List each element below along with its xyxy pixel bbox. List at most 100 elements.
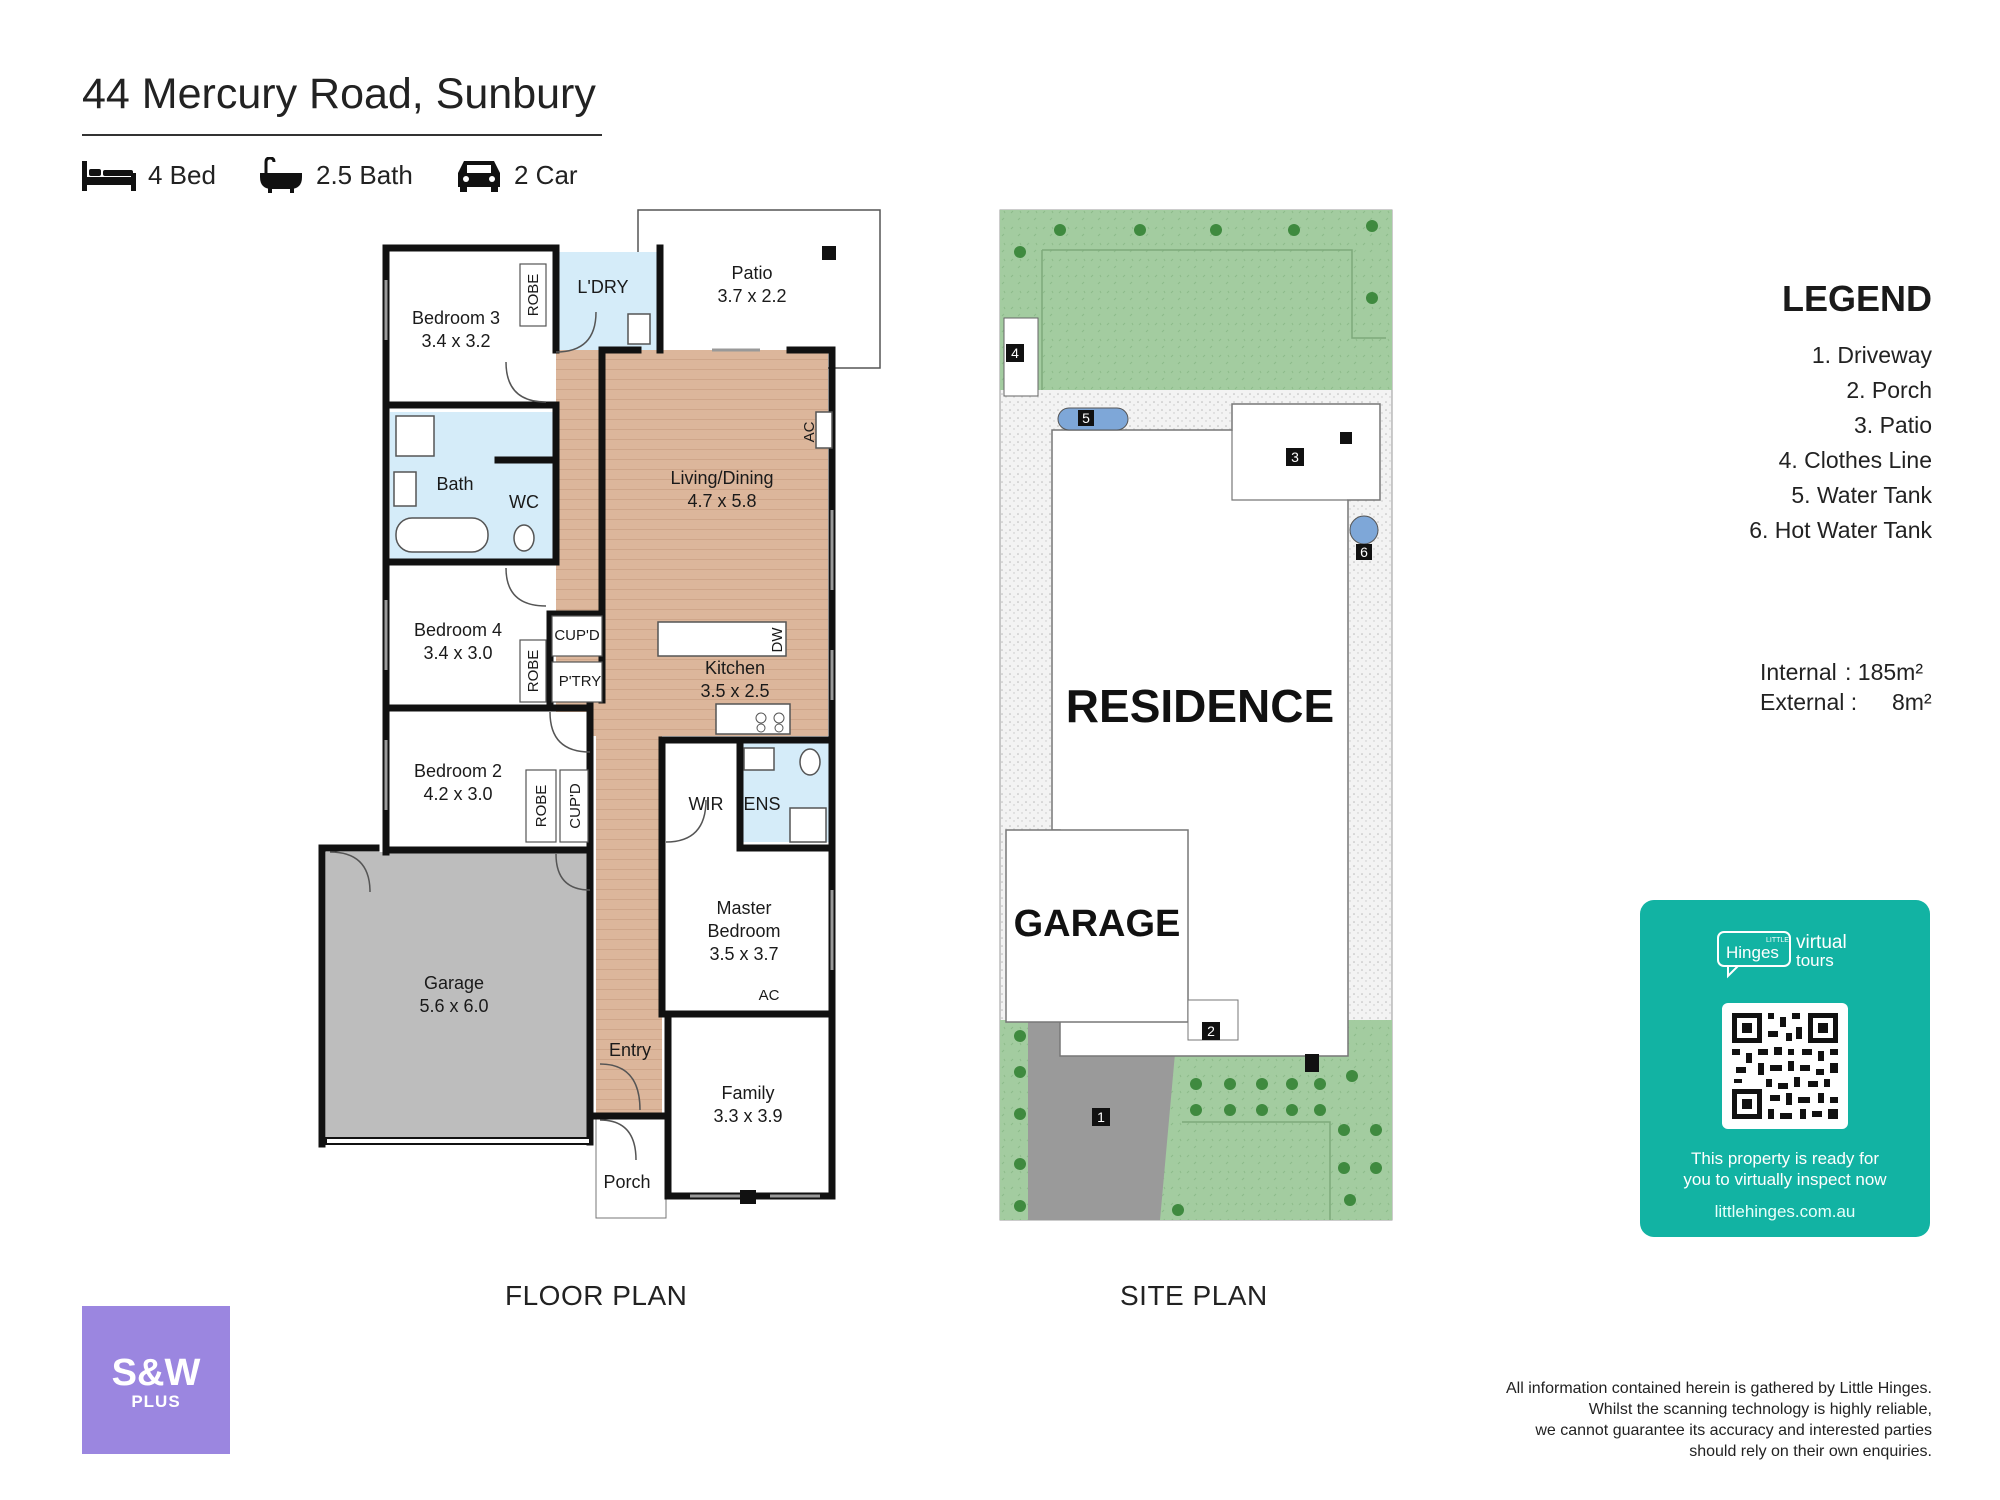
ensuite-toilet (799, 748, 821, 776)
logo-tours: tours (1796, 951, 1834, 970)
site-plan-caption: SITE PLAN (1120, 1280, 1268, 1311)
logo-little: LITTLE (1766, 937, 1789, 944)
feature-baths: 2.5 Bath (258, 155, 413, 195)
wc-name: WC (509, 492, 539, 512)
porch-name: Porch (603, 1172, 650, 1192)
legend-item-hot-water-tank: 6. Hot Water Tank (1749, 517, 1932, 543)
bath-vanity (393, 471, 417, 507)
marker-1: 1 (1097, 1109, 1105, 1125)
garage-footprint (1005, 829, 1189, 1023)
legend-item-porch: 2. Porch (1846, 377, 1932, 403)
cupboard-label: CUP'D (554, 627, 600, 644)
ensuite-name: ENS (743, 794, 780, 814)
bath-name: Bath (436, 474, 473, 494)
bedroom2-size: 4.2 x 3.0 (423, 784, 492, 804)
rear-lawn (1000, 210, 1392, 390)
family-room (672, 1020, 830, 1196)
title-underline (82, 134, 602, 136)
master-size: 3.5 x 3.7 (709, 944, 778, 964)
kitchen-island (657, 621, 787, 657)
legend-title: LEGEND (1781, 278, 1932, 319)
external-area-value: 8m² (1892, 689, 1932, 715)
agency-logo (82, 1306, 230, 1454)
feature-beds: 4 Bed (82, 155, 216, 195)
bedroom4-name: Bedroom 4 (414, 620, 502, 640)
qr-code[interactable] (1722, 1003, 1848, 1129)
legend-item-clothes-line: 4. Clothes Line (1778, 447, 1932, 473)
wir-room (664, 742, 740, 842)
bedroom3-robe-label: ROBE (525, 274, 542, 317)
living-ac-unit (815, 411, 833, 449)
family-name: Family (722, 1083, 775, 1103)
feature-cars-label: 2 Car (514, 159, 578, 190)
hot-water-tank (1349, 515, 1379, 545)
bedroom2-robe-label: ROBE (533, 785, 550, 828)
master-ac-label: AC (759, 987, 780, 1004)
hallway-floor (596, 700, 662, 1120)
patio-post (822, 246, 836, 260)
marker-4: 4 (1011, 345, 1019, 361)
external-area-label: External : (1760, 689, 1858, 715)
disclaimer-line-1: All information contained herein is gath… (1505, 1380, 1932, 1397)
marker-5: 5 (1082, 410, 1090, 426)
legend-item-patio: 3. Patio (1854, 412, 1932, 438)
logo-virtual: virtual (1796, 932, 1847, 953)
bedroom2-cupboard-label: CUP'D (567, 783, 584, 829)
marker-6: 6 (1360, 544, 1368, 560)
disclaimer: All information contained herein is gath… (1412, 1378, 1932, 1462)
legend-item-driveway: 1. Driveway (1811, 342, 1932, 368)
page-title: 44 Mercury Road, Sunbury (82, 70, 596, 118)
little-hinges-logo: LITTLE Hinges virtual tours (1717, 931, 1847, 979)
patio-name: Patio (731, 263, 772, 283)
site-markers: 1 2 3 4 5 6 (1006, 344, 1372, 1126)
family-post (740, 1190, 756, 1204)
floor-plan-caption: FLOOR PLAN (505, 1280, 688, 1311)
ensuite-vanity (743, 747, 775, 771)
bedroom3-size: 3.4 x 3.2 (421, 331, 490, 351)
living-size: 4.7 x 5.8 (687, 491, 756, 511)
kitchen-name: Kitchen (705, 658, 765, 678)
tour-card-message: This property is ready for you to virtua… (1640, 1148, 1930, 1190)
floor-plan: Bedroom 3 3.4 x 3.2 L'DRY Patio 3.7 x 2.… (318, 209, 881, 1219)
bedroom4-robe (519, 639, 547, 703)
tour-card-line-2: you to virtually inspect now (1683, 1170, 1887, 1189)
laundry-tub (627, 313, 651, 345)
garage-door (325, 1137, 591, 1145)
patio-size: 3.7 x 2.2 (717, 286, 786, 306)
qr-code-icon (1732, 1013, 1838, 1119)
wc-toilet (513, 524, 535, 552)
disclaimer-line-2: Whilst the scanning technology is highly… (1588, 1401, 1932, 1418)
bedroom2-name: Bedroom 2 (414, 761, 502, 781)
feature-beds-label: 4 Bed (148, 159, 216, 190)
ensuite-shower (789, 807, 827, 843)
residence-label: RESIDENCE (1066, 680, 1334, 732)
shower-fixture (395, 415, 435, 457)
marker-2: 2 (1207, 1023, 1215, 1039)
bathtub-fixture (395, 517, 489, 553)
disclaimer-line-3: we cannot guarantee its accuracy and int… (1535, 1422, 1932, 1439)
entry-name: Entry (609, 1040, 651, 1060)
cupboard-hall (551, 615, 603, 657)
master-name-2: Bedroom (707, 921, 780, 941)
internal-area-label: Internal (1760, 659, 1837, 685)
family-size: 3.3 x 3.9 (713, 1106, 782, 1126)
bedroom4-size: 3.4 x 3.0 (423, 643, 492, 663)
disclaimer-line-4: should rely on their own enquiries. (1689, 1443, 1932, 1460)
porch-area (595, 1115, 667, 1219)
bedroom2-room (390, 712, 590, 852)
bedroom4-robe-label: ROBE (525, 650, 542, 693)
legend-item-water-tank: 5. Water Tank (1791, 482, 1932, 508)
master-name: Master (716, 898, 771, 918)
tour-card-url[interactable]: littlehinges.com.au (1714, 1202, 1856, 1221)
agency-logo-sub: PLUS (131, 1392, 181, 1411)
master-room (664, 852, 830, 1012)
site-plan: 1 2 3 4 5 6 RESIDENCE GARAGE (999, 209, 1393, 1221)
garage-size: 5.6 x 6.0 (419, 996, 488, 1016)
internal-area-value: : 185m² (1845, 659, 1923, 685)
bedroom3-robe (519, 263, 547, 327)
pantry-label: P'TRY (559, 673, 602, 690)
agency-logo-main: S&W (111, 1352, 201, 1394)
site-garage-label: GARAGE (1014, 903, 1181, 945)
feature-cars: 2 Car (456, 155, 578, 195)
